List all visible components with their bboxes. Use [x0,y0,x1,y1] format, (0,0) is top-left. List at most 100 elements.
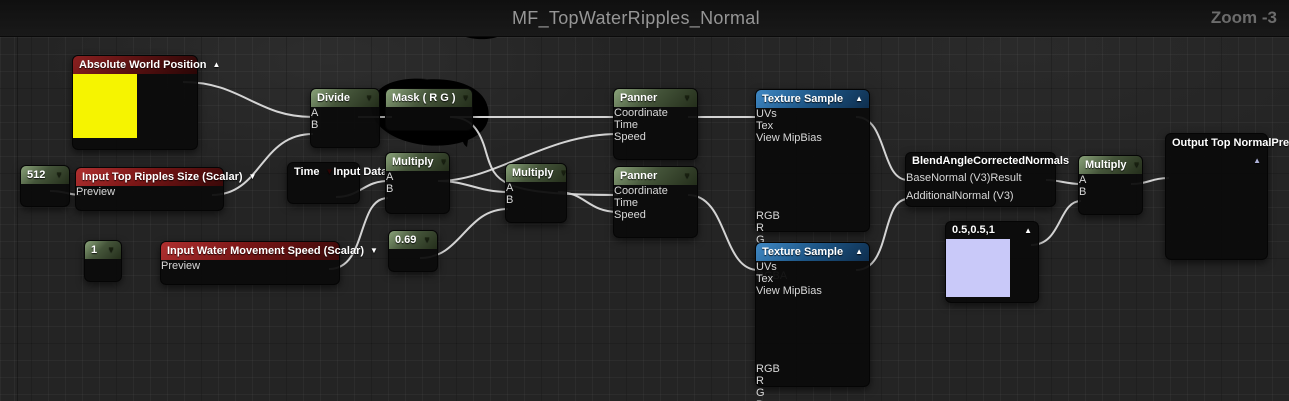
node-subtitle: Input Data [333,166,388,178]
pin-label: AdditionalNormal (V3) [906,190,1014,202]
node-input-top-ripples-size[interactable]: Input Top Ripples Size (Scalar) ▼ Preview [75,167,256,211]
texture-preview [756,144,822,210]
node-title: Time [294,166,320,178]
row-label: Preview [161,260,201,272]
node-panner-2[interactable]: Panner ▼ Coordinate Time Speed [613,166,698,238]
node-time[interactable]: Time ▼ Input Data [287,162,387,204]
node-multiply-2[interactable]: Multiply ▼ A B [505,163,567,223]
dropdown-icon[interactable]: ▼ [365,93,373,102]
node-title: Output Top Normal [1172,137,1272,149]
dropdown-icon[interactable]: ▼ [1132,160,1141,169]
collapse-icon[interactable]: ▲ [1253,156,1261,165]
node-title: Panner [620,170,658,182]
node-preview [946,239,1010,297]
pin-label: R [756,375,764,387]
node-constant-1[interactable]: 1▼ [84,240,122,282]
dropdown-icon[interactable]: ▼ [559,168,568,177]
node-texture-sample-2[interactable]: Texture Sample▲ UVs Tex View MipBias RGB… [755,242,870,401]
pin-label: UVs [756,108,777,120]
row-label: Preview [76,186,116,198]
node-divide[interactable]: Divide▼ A B [310,88,380,148]
node-mask-rg[interactable]: Mask ( R G )▼ [385,88,473,131]
pin-label: RGB [756,210,780,222]
node-preview [73,74,137,138]
node-title: 512 [27,169,46,181]
pin-label: Coordinate [614,107,668,119]
collapse-icon[interactable]: ▲ [855,94,863,103]
pin-label: B [1079,186,1087,198]
node-title: Absolute World Position [79,59,207,71]
node-constant-vector[interactable]: 0.5,0.5,1 ▲ [945,221,1039,303]
node-title: Input Top Ripples Size (Scalar) [82,171,243,183]
node-title: Texture Sample [762,93,844,105]
texture-preview [756,297,822,363]
dropdown-icon[interactable]: ▼ [370,246,378,255]
node-title: BlendAngleCorrectedNormals [912,155,1070,167]
pin-label: G [756,234,765,246]
node-constant-069[interactable]: 0.69 ▼ [388,230,438,272]
dropdown-icon[interactable]: ▼ [107,245,115,254]
node-multiply-3[interactable]: Multiply ▼ A B [1078,155,1143,215]
dropdown-icon[interactable]: ▼ [683,93,691,102]
node-title: Multiply [392,156,434,168]
normal-preview [1166,171,1232,237]
node-title: Panner [620,92,658,104]
pin-label: Time [614,119,639,131]
dropdown-icon[interactable]: ▼ [683,171,691,180]
pin-label: A [386,171,394,183]
pin-label: Speed [614,131,646,143]
node-title: 1 [91,244,98,256]
pin-label: A [311,107,319,119]
pin-label: B [756,399,763,401]
node-subtitle: Previewing [1271,137,1289,149]
node-absolute-world-position[interactable]: Absolute World Position ▲ [72,55,220,150]
node-title: Divide [317,92,351,104]
pin-label: UVs [756,261,777,273]
wire [687,194,759,271]
node-panner-1[interactable]: Panner ▼ Coordinate Time Speed [613,88,698,160]
dropdown-icon[interactable]: ▼ [248,172,257,181]
node-blend-angle-corrected-normals[interactable]: BlendAngleCorrectedNormals BaseNormal (V… [905,152,1069,207]
node-title: Multiply [1085,159,1127,171]
node-title: 0.69 [395,234,417,246]
node-input-water-movement-speed[interactable]: Input Water Movement Speed (Scalar) ▼ Pre… [160,241,378,285]
node-title: Multiply [512,167,554,179]
dropdown-icon[interactable]: ▼ [55,170,63,179]
collapse-icon[interactable]: ▲ [855,247,863,256]
graph-title: MF_TopWaterRipples_Normal [512,8,760,28]
pin-label: Result [990,172,1022,184]
pin-label: RGB [756,363,780,375]
node-title: 0.5,0.5,1 [952,224,995,236]
pin-label: B [386,183,394,195]
wire [211,133,314,196]
pin-label: View MipBias [756,132,822,144]
wire [328,197,389,270]
node-title: Input Water Movement Speed (Scalar) [167,245,365,257]
collapse-icon[interactable]: ▲ [212,60,221,69]
dropdown-icon[interactable]: ▼ [461,93,470,102]
pin-label: A [506,182,514,194]
node-output-top-normal[interactable]: Output Top Normal Previewing ▲ [1165,133,1289,260]
dropdown-icon[interactable]: ▼ [325,167,334,176]
node-multiply-1[interactable]: Multiply ▼ A B [385,152,450,214]
dropdown-icon[interactable]: ▼ [423,235,431,244]
node-texture-sample-1[interactable]: Texture Sample▲ UVs Tex View MipBias RGB… [755,89,870,282]
pin-label: Speed [614,209,646,221]
collapse-icon[interactable]: ▲ [1024,226,1032,235]
graph-title-bar: MF_TopWaterRipples_Normal Zoom -3 [0,0,1289,37]
pin-label: Coordinate [614,185,668,197]
pin-label: G [756,387,765,399]
pin-label: A [1079,174,1087,186]
wire [437,133,619,182]
node-constant-512[interactable]: 512 ▼ [20,165,70,207]
wire [182,81,314,118]
pin-label: B [506,194,514,206]
pin-label: Time [614,197,639,209]
wire [1030,200,1082,246]
pin-label: R [756,222,764,234]
node-title: Texture Sample [762,246,844,258]
pin-label: View MipBias [756,285,822,297]
pin-label: BaseNormal (V3) [906,172,991,184]
dropdown-icon[interactable]: ▼ [439,157,448,166]
